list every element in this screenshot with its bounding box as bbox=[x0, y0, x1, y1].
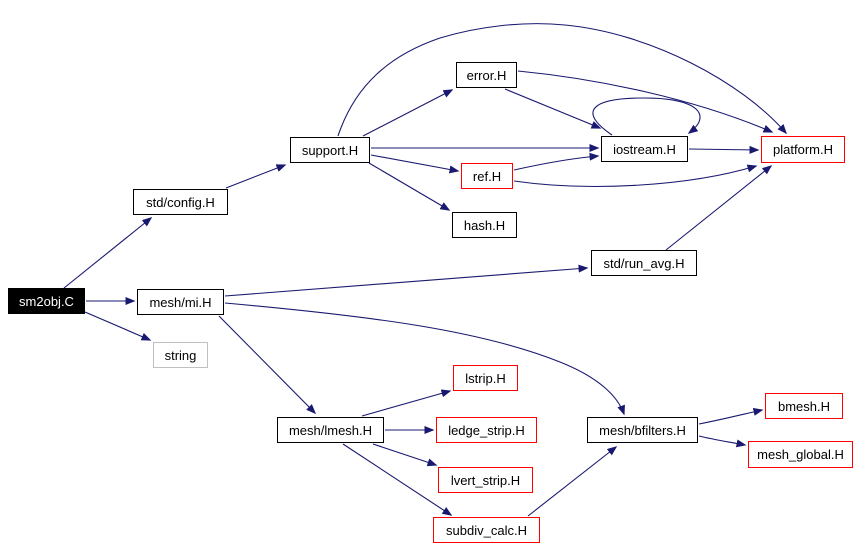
edge-sm2obj-to-string bbox=[84, 311, 152, 341]
edge-error-to-iostream bbox=[504, 88, 602, 129]
node-string[interactable]: string bbox=[153, 342, 208, 368]
edge-lmesh-to-lvertstrip bbox=[372, 443, 438, 467]
node-ref[interactable]: ref.H bbox=[461, 163, 513, 189]
edge-bfilters-to-meshglobal bbox=[698, 435, 747, 448]
edge-error-to-platform bbox=[517, 70, 774, 133]
edge-support-to-ref bbox=[370, 154, 460, 174]
edge-support-to-error bbox=[362, 89, 454, 137]
edge-mi-to-runavg bbox=[224, 264, 589, 297]
node-bmesh[interactable]: bmesh.H bbox=[765, 393, 843, 419]
node-lstrip[interactable]: lstrip.H bbox=[453, 365, 518, 391]
node-ledge-strip[interactable]: ledge_strip.H bbox=[436, 417, 537, 443]
edge-mi-to-lmesh bbox=[218, 315, 317, 415]
node-error[interactable]: error.H bbox=[456, 62, 517, 88]
node-std-config[interactable]: std/config.H bbox=[133, 189, 228, 215]
node-mesh-global[interactable]: mesh_global.H bbox=[748, 441, 853, 468]
node-lvert-strip[interactable]: lvert_strip.H bbox=[438, 467, 533, 493]
node-sm2obj[interactable]: sm2obj.C bbox=[8, 288, 85, 314]
node-std-run-avg[interactable]: std/run_avg.H bbox=[591, 250, 697, 276]
node-mesh-bfilters[interactable]: mesh/bfilters.H bbox=[587, 417, 698, 443]
edge-lmesh-to-subdivcalc bbox=[342, 443, 453, 516]
edge-ref-to-iostream bbox=[513, 152, 600, 171]
node-platform[interactable]: platform.H bbox=[761, 136, 845, 163]
edge-config-to-support bbox=[225, 164, 287, 189]
edge-support-to-platform bbox=[337, 23, 787, 137]
node-hash[interactable]: hash.H bbox=[452, 212, 517, 238]
node-mesh-mi[interactable]: mesh/mi.H bbox=[137, 289, 224, 315]
node-support[interactable]: support.H bbox=[290, 137, 370, 163]
edge-subdivcalc-to-bfilters bbox=[527, 446, 618, 517]
edge-iostream-self-loop bbox=[592, 97, 701, 136]
node-mesh-lmesh[interactable]: mesh/lmesh.H bbox=[277, 417, 384, 443]
edge-lmesh-to-lstrip bbox=[361, 389, 452, 417]
edge-ref-to-platform bbox=[513, 164, 758, 187]
node-iostream[interactable]: iostream.H bbox=[601, 136, 688, 162]
edge-runavg-to-platform bbox=[665, 165, 773, 251]
node-subdiv-calc[interactable]: subdiv_calc.H bbox=[433, 517, 540, 543]
edge-bfilters-to-bmesh bbox=[698, 407, 764, 425]
edge-iostream-to-platform bbox=[688, 145, 760, 154]
edge-sm2obj-to-config bbox=[63, 217, 153, 289]
edge-mi-to-bfilters bbox=[224, 302, 625, 416]
edge-support-to-hash bbox=[368, 162, 451, 211]
